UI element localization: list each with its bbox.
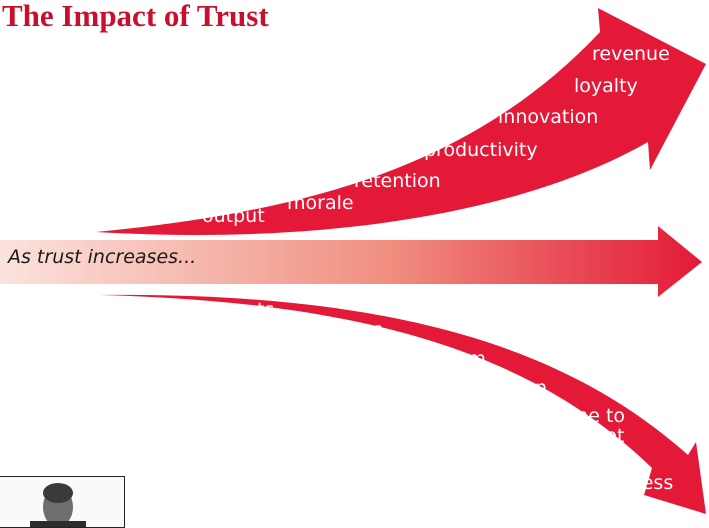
upper-word-retention: retention [354,170,441,192]
lower-word-attrition: attrition [471,377,548,399]
lower-word-stress: stress [617,472,674,494]
page-title: The Impact of Trust [2,0,269,33]
upper-word-loyalty: loyalty [574,75,638,97]
downward-curved-arrow [100,294,706,514]
horizontal-gradient-arrow [0,226,702,297]
upper-word-revenue: revenue [592,43,670,65]
upper-word-innovation: innovation [498,106,599,128]
upper-word-productivity: productivity [424,139,538,161]
lower-word-costs: costs [225,299,275,321]
middle-arrow-label: As trust increases... [8,246,197,268]
lower-word-skepticism: skepticism [385,348,486,370]
lower-word-time-to-market: time to market [557,405,626,447]
upper-word-output: output [202,205,265,227]
upper-word-morale: morale [287,192,354,214]
lower-word-problems: problems [294,319,383,341]
person-portrait-icon [30,483,86,527]
upward-curved-arrow [96,8,706,235]
portrait-photo [0,476,125,528]
